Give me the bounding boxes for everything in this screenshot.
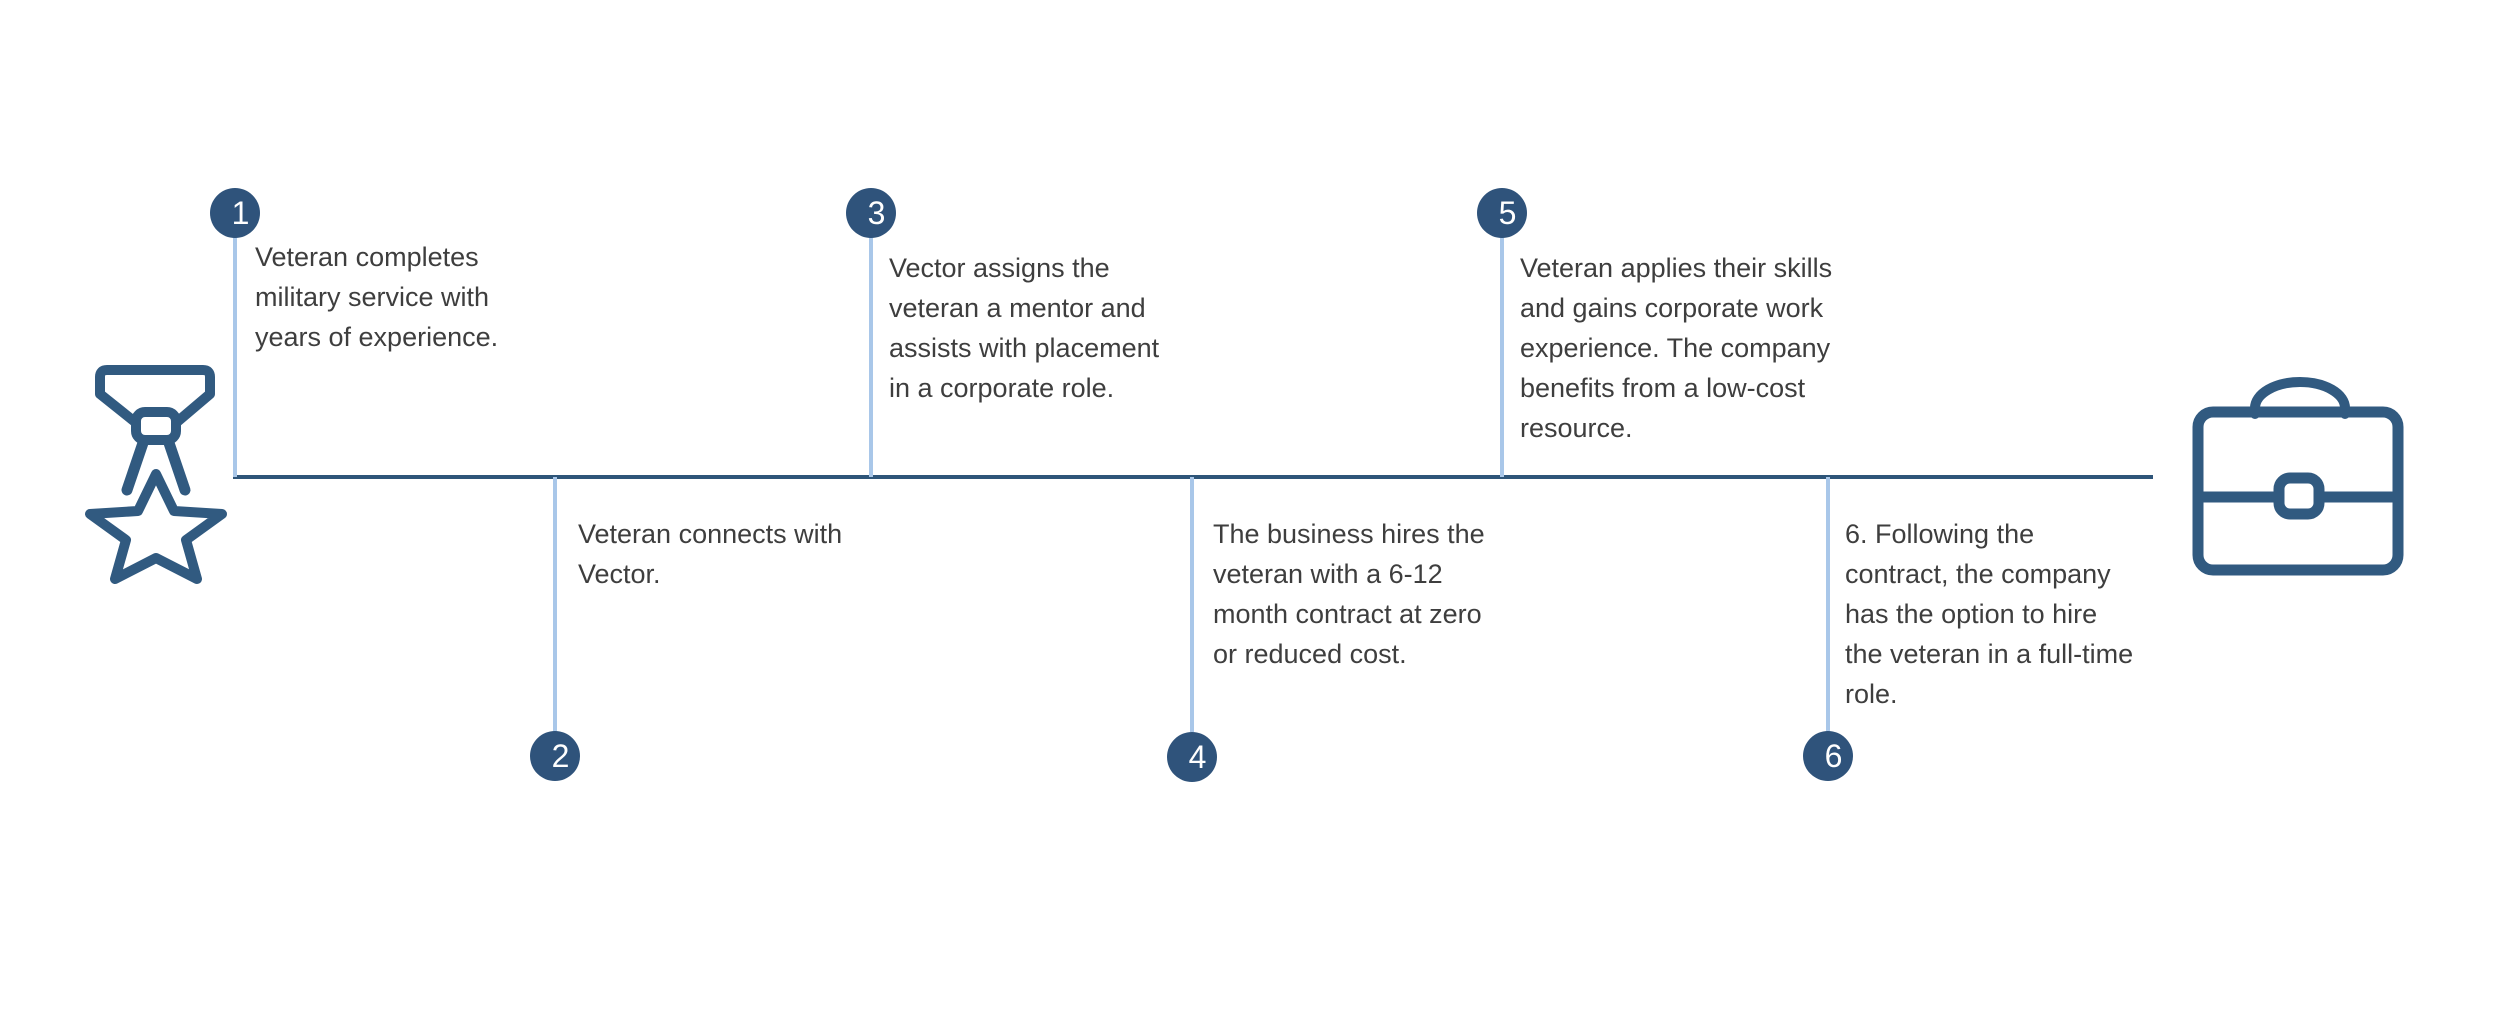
step-description-5: Veteran applies their skills and gains c… — [1520, 253, 1833, 443]
step-description-2: Veteran connects with Vector. — [578, 519, 843, 589]
step-description-1: Veteran completes military service with … — [255, 242, 499, 352]
step-marker-3: 3 — [846, 188, 896, 238]
medal-star-icon — [80, 360, 245, 600]
connector-step-4 — [1190, 477, 1194, 732]
step-description-3: Vector assigns the veteran a mentor and … — [889, 253, 1160, 403]
connector-step-5 — [1500, 213, 1504, 477]
step-marker-2: 2 — [530, 731, 580, 781]
connector-step-6 — [1826, 477, 1830, 732]
connector-step-3 — [869, 213, 873, 477]
connector-step-2 — [553, 477, 557, 732]
step-description-4: The business hires the veteran with a 6-… — [1213, 519, 1485, 669]
step-description-6: 6. Following the contract, the company h… — [1845, 519, 2134, 709]
step-marker-5: 5 — [1477, 188, 1527, 238]
step-marker-4: 4 — [1167, 732, 1217, 782]
connector-step-1 — [233, 213, 237, 477]
step-marker-6: 6 — [1803, 731, 1853, 781]
briefcase-icon — [2188, 372, 2408, 582]
step-marker-1: 1 — [210, 188, 260, 238]
